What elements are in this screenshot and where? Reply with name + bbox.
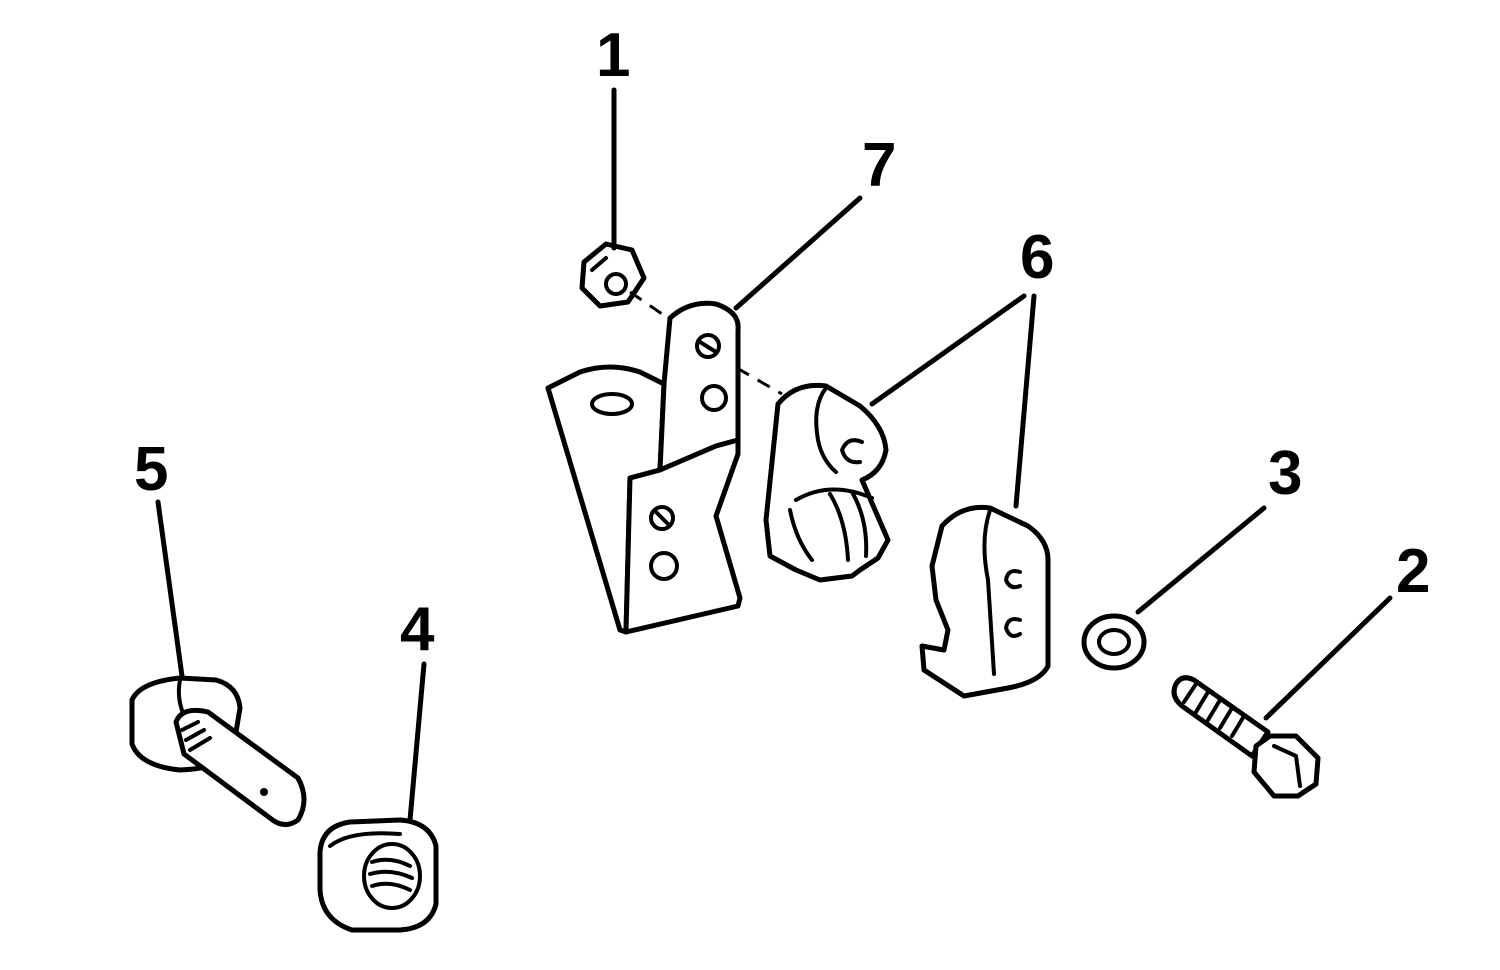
callout-4: 4: [400, 595, 435, 664]
leader-6a: [869, 293, 1027, 407]
part-6-clamp-lower: [919, 504, 1051, 699]
callout-labels: 1 2 3 4 5 6 7: [134, 21, 1430, 664]
callout-7: 7: [862, 131, 896, 200]
part-3-washer: [1081, 613, 1147, 671]
leader-2: [1263, 595, 1393, 721]
part-2-hex-bolt: [1171, 675, 1321, 799]
part-4-sleeve-nut: [317, 817, 439, 933]
part-1-hex-nut: [579, 241, 647, 309]
leader-6b: [1013, 293, 1037, 509]
leader-3: [1135, 505, 1267, 615]
callout-1: 1: [596, 21, 630, 90]
leader-5: [155, 499, 185, 679]
part-7-bracket: [545, 300, 743, 635]
callout-2: 2: [1396, 537, 1430, 606]
leader-lines: [155, 87, 1393, 823]
leader-4: [407, 661, 427, 823]
part-6-clamp-upper: [763, 382, 891, 583]
callout-3: 3: [1268, 439, 1302, 508]
callout-6: 6: [1020, 223, 1054, 292]
part-5-stud: [129, 675, 307, 827]
callout-5: 5: [134, 435, 168, 504]
leader-7: [733, 195, 863, 311]
